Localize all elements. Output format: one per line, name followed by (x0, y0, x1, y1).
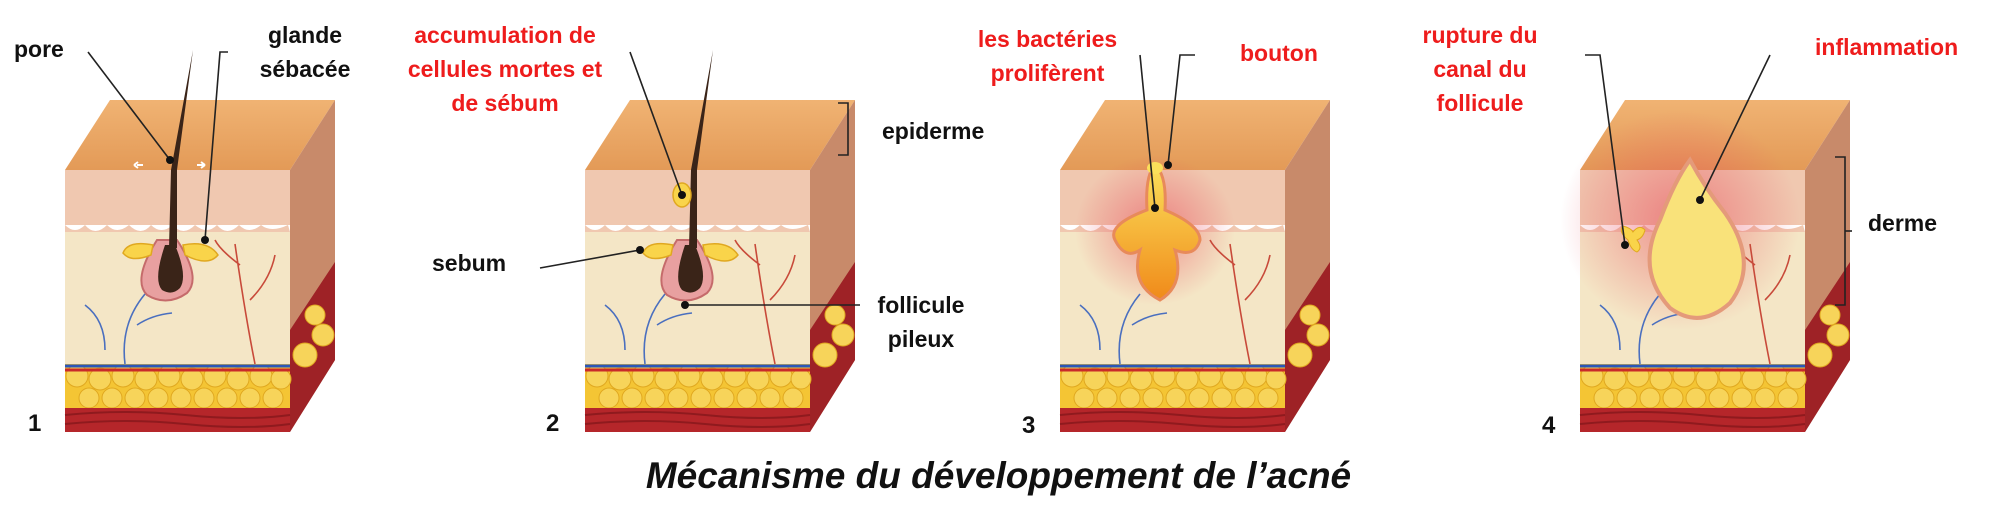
pointer-lines (87, 51, 1852, 306)
label-line: pileux (887, 326, 955, 352)
label-sebum: sebum (432, 250, 507, 276)
label-bouton: bouton (1240, 40, 1318, 66)
pointer-dots (166, 156, 1704, 309)
diagram-caption: Mécanisme du développement de l’acné (645, 455, 1352, 496)
label-line: rupture du (1422, 22, 1538, 48)
label-line: canal du (1433, 56, 1527, 82)
label-line: les bactéries (977, 26, 1118, 52)
label-line: prolifèrent (990, 60, 1105, 86)
label-epiderme: epiderme (882, 118, 985, 144)
label-rupture: rupture du canal du follicule (1405, 18, 1555, 120)
panel-number-2: 2 (546, 410, 560, 437)
panel-3-skin-block (1059, 100, 1330, 432)
panel-number-4: 4 (1542, 412, 1556, 439)
label-derme: derme (1868, 210, 1938, 236)
label-pore: pore (14, 36, 64, 62)
label-line: de sébum (451, 90, 559, 116)
label-line: follicule (1436, 90, 1524, 116)
label-bacteries: les bactéries prolifèrent (955, 22, 1140, 90)
label-accumulation: accumulation de cellules mortes et de sé… (385, 18, 625, 120)
panel-number-3: 3 (1022, 412, 1036, 439)
label-line: follicule (877, 292, 965, 318)
label-line: sébacée (259, 56, 351, 82)
panel-4-skin-block (1560, 100, 1850, 432)
panel-2-skin-block (584, 50, 855, 432)
label-follicule-pileux: follicule pileux (866, 288, 976, 356)
label-glande-sebacee: glande sébacée (240, 18, 370, 86)
label-line: cellules mortes et (407, 56, 603, 82)
label-line: accumulation de (414, 22, 596, 48)
panel-number-1: 1 (28, 410, 42, 437)
panel-1-skin-block (64, 50, 335, 432)
label-line: glande (267, 22, 343, 48)
label-inflammation: inflammation (1815, 34, 1959, 60)
